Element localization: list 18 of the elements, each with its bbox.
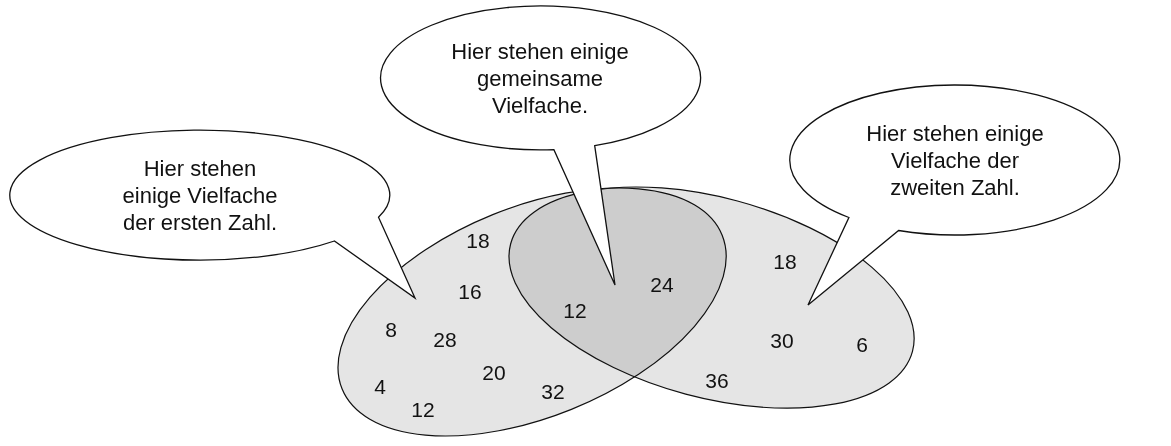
number-label: 28 bbox=[433, 328, 457, 352]
number-label: 4 bbox=[374, 375, 386, 399]
bubble-text: Hier stehen einige Vielfache der zweiten Zahl. bbox=[865, 120, 1045, 201]
number-label: 18 bbox=[773, 250, 797, 274]
bubble-text: Hier stehen einige gemeinsame Vielfache. bbox=[450, 38, 630, 119]
number-label: 36 bbox=[705, 369, 729, 393]
number-label: 12 bbox=[411, 398, 435, 422]
number-label: 8 bbox=[385, 318, 397, 342]
number-label: 16 bbox=[458, 280, 482, 304]
number-label: 12 bbox=[563, 299, 587, 323]
number-label: 24 bbox=[650, 273, 674, 297]
number-label: 6 bbox=[856, 333, 868, 357]
speech-bubble bbox=[8, 128, 417, 300]
number-label: 20 bbox=[482, 361, 506, 385]
number-label: 30 bbox=[770, 329, 794, 353]
number-label: 32 bbox=[541, 380, 565, 404]
bubble-text: Hier stehen einige Vielfache der ersten Zahl. bbox=[121, 155, 279, 236]
number-label: 18 bbox=[466, 229, 490, 253]
